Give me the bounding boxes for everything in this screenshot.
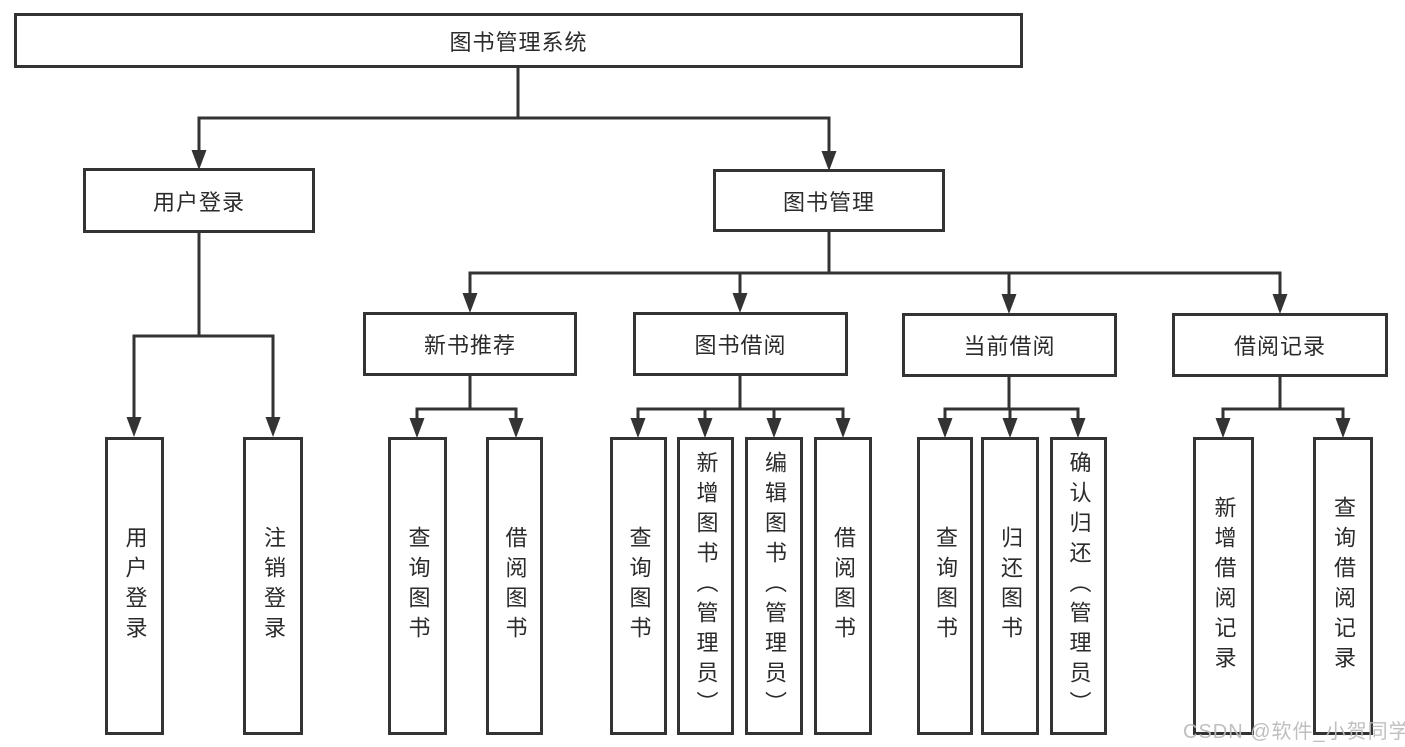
leaf-query-borrow-record: 查询借阅记录	[1313, 437, 1373, 735]
leaf-label: 查询图书	[933, 526, 958, 646]
leaf-query-book-borrow: 查询图书	[610, 437, 667, 735]
leaf-label: 编辑图书（管理员）	[762, 451, 787, 721]
node-user-login: 用户登录	[83, 168, 315, 233]
leaf-label: 用户登录	[122, 526, 148, 646]
leaf-label: 新增借阅记录	[1211, 496, 1237, 676]
leaf-query-book-current: 查询图书	[917, 437, 973, 735]
watermark: CSDN @软件_小贺同学	[1183, 721, 1405, 743]
node-current-borrow-label: 当前借阅	[963, 334, 1056, 359]
leaf-logout: 注销登录	[243, 437, 303, 735]
leaf-label: 新增图书（管理员）	[693, 451, 719, 721]
node-root-label: 图书管理系统	[449, 29, 588, 55]
leaf-confirm-return-admin: 确认归还（管理员）	[1050, 437, 1107, 735]
leaf-user-login: 用户登录	[105, 437, 164, 735]
node-book-management-label: 图书管理	[782, 189, 875, 215]
leaf-add-borrow-record: 新增借阅记录	[1193, 437, 1254, 735]
leaf-label: 查询图书	[626, 526, 652, 646]
leaf-query-book-recommend: 查询图书	[388, 437, 447, 735]
leaf-add-book-admin: 新增图书（管理员）	[677, 437, 734, 735]
leaf-label: 注销登录	[261, 526, 286, 646]
node-borrow-records: 借阅记录	[1172, 313, 1388, 377]
leaf-label: 查询图书	[405, 526, 431, 646]
leaf-label: 确认归还（管理员）	[1066, 451, 1092, 721]
leaf-return-book: 归还图书	[981, 437, 1039, 735]
node-root: 图书管理系统	[14, 13, 1023, 68]
node-current-borrow: 当前借阅	[902, 313, 1117, 377]
leaf-label: 借阅图书	[502, 526, 528, 646]
leaf-edit-book-admin: 编辑图书（管理员）	[745, 437, 803, 735]
node-book-borrow-label: 图书借阅	[694, 333, 787, 358]
leaf-label: 查询借阅记录	[1331, 496, 1356, 676]
leaf-borrow-book: 借阅图书	[814, 437, 872, 735]
leaf-label: 归还图书	[998, 526, 1023, 646]
node-borrow-records-label: 借阅记录	[1233, 334, 1326, 359]
node-book-management: 图书管理	[713, 169, 945, 232]
node-book-borrow: 图书借阅	[633, 312, 848, 376]
leaf-borrow-book-recommend: 借阅图书	[486, 437, 543, 735]
node-user-login-label: 用户登录	[152, 189, 245, 215]
node-new-book-recommend-label: 新书推荐	[423, 333, 516, 358]
node-new-book-recommend: 新书推荐	[363, 312, 577, 376]
leaf-label: 借阅图书	[831, 526, 856, 646]
